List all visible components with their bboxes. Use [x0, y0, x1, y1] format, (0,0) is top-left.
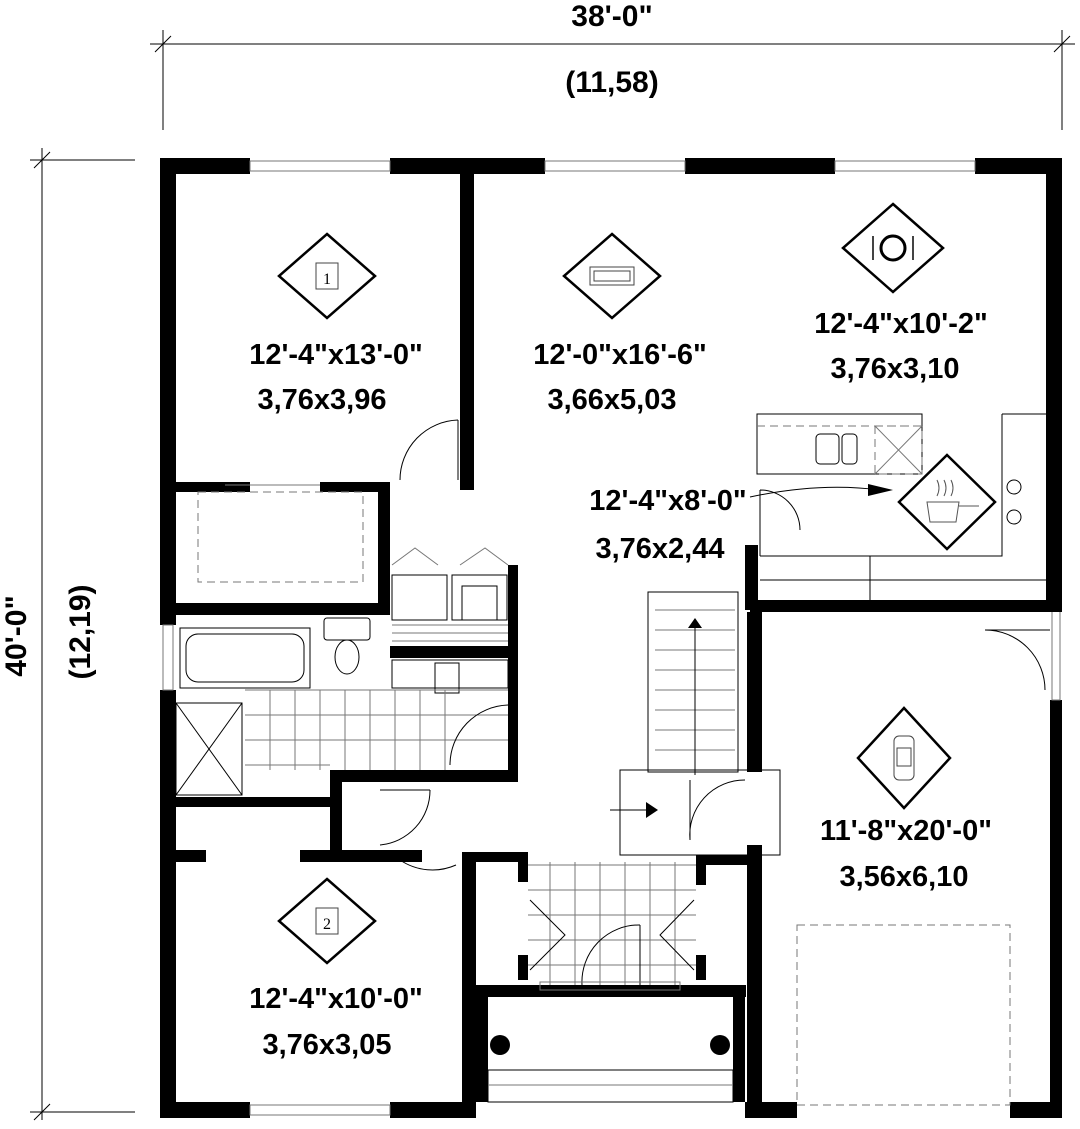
- svg-text:3,76x3,10: 3,76x3,10: [830, 353, 959, 385]
- car-icon: [856, 706, 952, 810]
- room-label-kitchen: 12'-4"x8'-0" 3,76x2,44: [589, 485, 746, 565]
- cooking-pot-icon: [897, 453, 997, 551]
- svg-text:3,76x3,05: 3,76x3,05: [262, 1029, 391, 1061]
- depth-dimension: 40'-0" (12,19): [0, 148, 135, 1121]
- entry: [528, 862, 696, 991]
- kitchen-fixtures: [749, 413, 1046, 600]
- closet-bedroom-1: [197, 484, 364, 583]
- width-dimension: 38'-0" (11,58): [150, 0, 1075, 130]
- width-imperial: 38'-0": [571, 0, 652, 33]
- svg-text:3,76x2,44: 3,76x2,44: [595, 533, 724, 565]
- svg-text:3,56x6,10: 3,56x6,10: [839, 861, 968, 893]
- bed-1-icon: 1: [277, 232, 377, 320]
- svg-text:12'-4"x10'-2": 12'-4"x10'-2": [814, 308, 988, 340]
- bathroom-fixtures: [175, 617, 509, 796]
- stairs: [610, 591, 781, 856]
- porch: [487, 1035, 734, 1103]
- bed-2-icon: 2: [277, 877, 377, 965]
- svg-text:12'-0"x16'-6": 12'-0"x16'-6": [533, 339, 707, 371]
- room-label-dining-room: 12'-4"x10'-2" 3,76x3,10: [814, 308, 988, 385]
- svg-text:12'-4"x8'-0": 12'-4"x8'-0": [589, 485, 746, 517]
- svg-text:3,76x3,96: 3,76x3,96: [257, 384, 386, 416]
- svg-text:12'-4"x13'-0": 12'-4"x13'-0": [249, 339, 423, 371]
- svg-text:3,66x5,03: 3,66x5,03: [547, 384, 676, 416]
- laundry: [391, 547, 509, 642]
- svg-text:12'-4"x10'-0": 12'-4"x10'-0": [249, 983, 423, 1015]
- room-label-garage: 11'-8"x20'-0" 3,56x6,10: [820, 815, 992, 893]
- interior-walls: [176, 174, 1062, 1118]
- room-label-bedroom-2: 12'-4"x10'-0" 3,76x3,05: [249, 983, 423, 1061]
- svg-text:1: 1: [323, 271, 331, 288]
- depth-metric: (12,19): [64, 584, 97, 679]
- garage-fixtures: [796, 629, 1050, 1106]
- svg-text:2: 2: [323, 916, 331, 933]
- room-label-bedroom-1: 12'-4"x13'-0" 3,76x3,96: [249, 339, 423, 416]
- exterior-walls: [160, 158, 1062, 1118]
- svg-text:11'-8"x20'-0": 11'-8"x20'-0": [820, 815, 992, 847]
- room-label-living-room: 12'-0"x16'-6" 3,66x5,03: [533, 339, 707, 416]
- bedroom-doors: [379, 419, 459, 871]
- sofa-icon: [562, 232, 662, 320]
- depth-imperial: 40'-0": [0, 595, 33, 676]
- windows: [162, 160, 1061, 1116]
- width-metric: (11,58): [565, 66, 658, 99]
- plate-cutlery-icon: [841, 202, 945, 294]
